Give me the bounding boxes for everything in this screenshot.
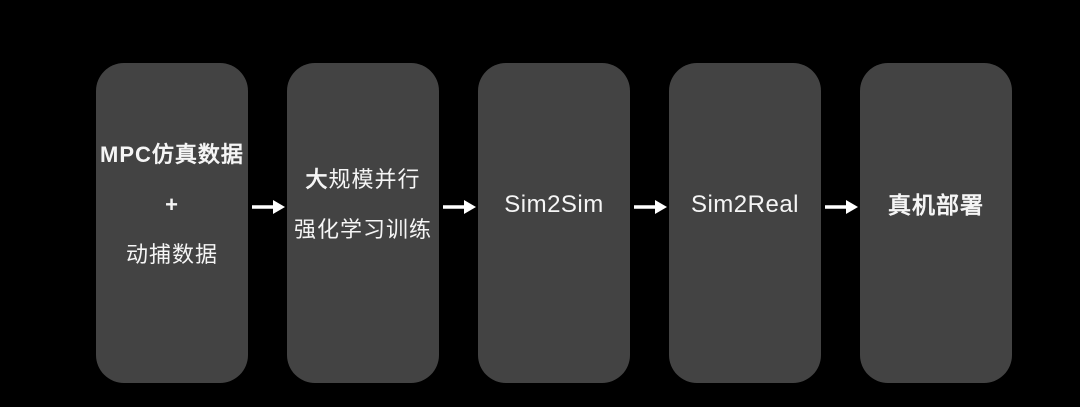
- connector-4: [821, 63, 860, 383]
- node-label-sim2sim: Sim2Sim: [504, 191, 604, 218]
- node-training-data-text: MPC仿真数据 + 动捕数据: [96, 45, 248, 365]
- node-rl-training-text: 大规模并行 强化学习训练: [287, 45, 439, 365]
- node-line-mocap-data: 动捕数据: [125, 242, 218, 267]
- emphasized-char: 大: [305, 167, 329, 192]
- node-sim2sim: Sim2Sim: [478, 63, 630, 383]
- node-real-deployment: 真机部署: [860, 63, 1012, 383]
- plus-sign: +: [165, 192, 179, 217]
- node-line-mpc-sim-data: MPC仿真数据: [100, 142, 244, 167]
- right-arrow-icon: [251, 200, 285, 214]
- right-arrow-icon: [824, 200, 858, 214]
- connector-1: [248, 63, 287, 383]
- node-line-massively-parallel: 大规模并行: [305, 168, 420, 192]
- node-line-rl-training: 强化学习训练: [293, 217, 432, 242]
- flow-row: MPC仿真数据 + 动捕数据 大规模并行 强化学习训练: [96, 63, 1012, 383]
- node-sim2real: Sim2Real: [669, 63, 821, 383]
- node-label-sim2real: Sim2Real: [690, 191, 800, 218]
- right-arrow-icon: [442, 200, 476, 214]
- node-rl-training: 大规模并行 强化学习训练: [287, 63, 439, 383]
- node-training-data: MPC仿真数据 + 动捕数据: [96, 63, 248, 383]
- line-rest: 规模并行: [328, 167, 421, 192]
- node-real-deployment-text: 真机部署: [860, 45, 1012, 365]
- node-sim2real-text: Sim2Real: [669, 45, 821, 365]
- node-sim2sim-text: Sim2Sim: [478, 45, 630, 365]
- right-arrow-icon: [633, 200, 667, 214]
- connector-3: [630, 63, 669, 383]
- connector-2: [439, 63, 478, 383]
- node-label-real-deployment: 真机部署: [888, 192, 984, 218]
